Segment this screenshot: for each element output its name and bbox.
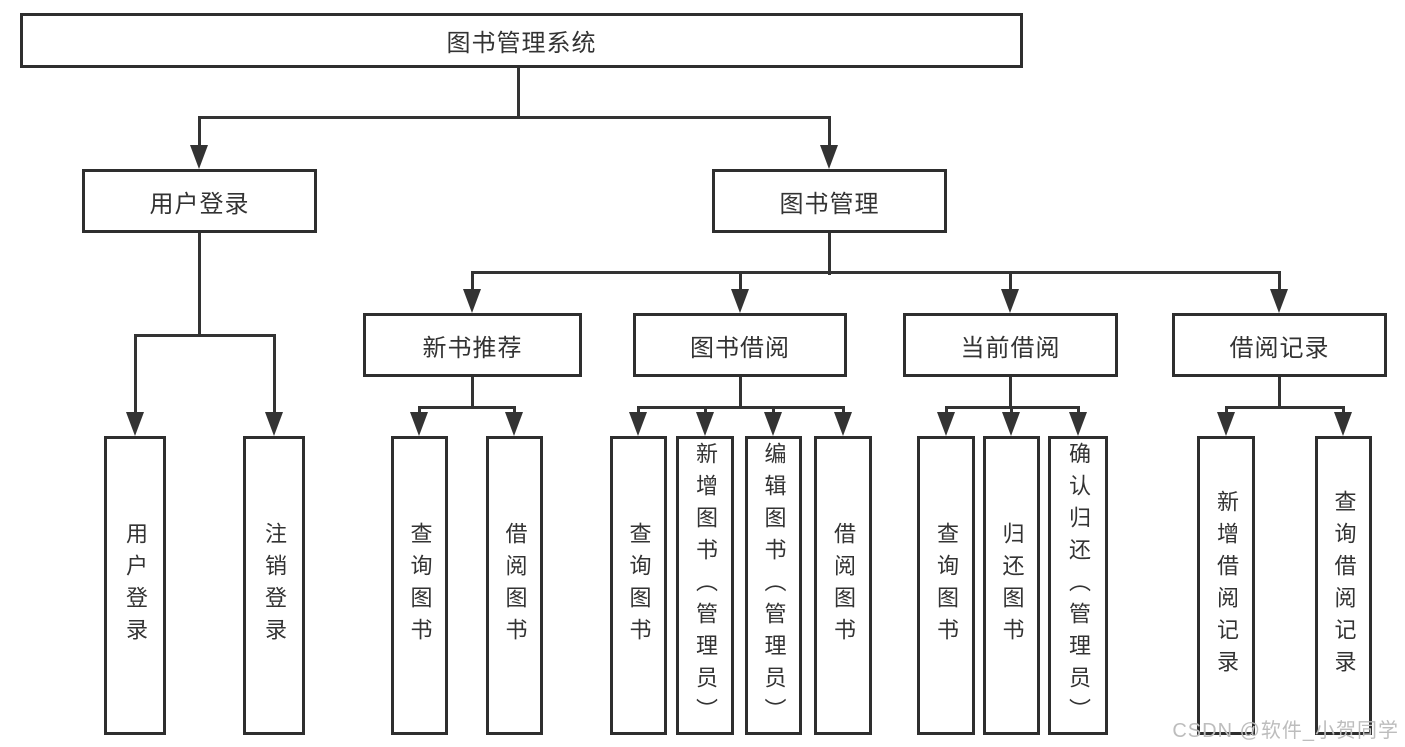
leaf-label: 确认归还（管理员） — [1066, 441, 1091, 730]
leaf-label: 查询图书 — [626, 521, 652, 650]
connector-line — [827, 233, 831, 275]
connector-line — [1277, 271, 1281, 297]
arrowhead-down-icon — [1069, 412, 1087, 436]
leaf-label: 新增图书（管理员） — [693, 441, 718, 730]
leaf-borrow-books-recommend: 借阅图书 — [486, 436, 543, 735]
leaf-label: 借阅图书 — [831, 521, 856, 650]
arrowhead-down-icon — [937, 412, 955, 436]
leaf-query-books-borrow: 查询图书 — [610, 436, 667, 735]
arrowhead-down-icon — [1217, 412, 1235, 436]
arrowhead-down-icon — [1334, 412, 1352, 436]
connector-line — [272, 334, 276, 416]
node-current-borrowing: 当前借阅 — [903, 313, 1118, 377]
leaf-label: 用户登录 — [123, 521, 148, 650]
arrowhead-down-icon — [190, 145, 208, 169]
connector-line — [470, 271, 474, 297]
arrowhead-down-icon — [629, 412, 647, 436]
connector-line — [738, 377, 742, 409]
node-label: 图书借阅 — [690, 334, 790, 362]
arrowhead-down-icon — [764, 412, 782, 436]
arrowhead-down-icon — [1002, 412, 1020, 436]
leaf-add-borrow-record: 新增借阅记录 — [1197, 436, 1255, 735]
node-label: 图书管理 — [779, 190, 880, 218]
node-label: 当前借阅 — [960, 334, 1061, 362]
leaf-label: 归还图书 — [999, 521, 1025, 650]
connector-line — [197, 233, 201, 337]
leaf-query-books-current: 查询图书 — [917, 436, 975, 735]
arrowhead-down-icon — [410, 412, 428, 436]
connector-line — [1277, 377, 1281, 409]
arrowhead-down-icon — [126, 412, 144, 436]
arrowhead-down-icon — [834, 412, 852, 436]
arrowhead-down-icon — [820, 145, 838, 169]
node-new-book-recommend: 新书推荐 — [363, 313, 582, 377]
leaf-label: 查询借阅记录 — [1331, 489, 1357, 682]
node-book-management: 图书管理 — [712, 169, 947, 233]
leaf-confirm-return-admin: 确认归还（管理员） — [1048, 436, 1108, 735]
arrowhead-down-icon — [505, 412, 523, 436]
node-label: 新书推荐 — [422, 334, 523, 362]
watermark: CSDN @软件_小贺同学 — [1172, 720, 1399, 742]
arrowhead-down-icon — [1001, 289, 1019, 313]
connector-line — [133, 334, 137, 416]
leaf-edit-book-admin: 编辑图书（管理员） — [745, 436, 802, 735]
leaf-add-book-admin: 新增图书（管理员） — [676, 436, 734, 735]
connector-line — [945, 406, 1080, 409]
leaf-label: 编辑图书（管理员） — [761, 441, 787, 730]
connector-line — [134, 334, 276, 337]
leaf-borrow-books-borrow: 借阅图书 — [814, 436, 872, 735]
leaf-query-books-recommend: 查询图书 — [391, 436, 448, 735]
node-label: 用户登录 — [149, 190, 250, 218]
node-label: 图书管理系统 — [446, 30, 597, 57]
node-book-borrowing: 图书借阅 — [633, 313, 847, 377]
connector-line — [827, 116, 831, 152]
leaf-label: 查询图书 — [934, 521, 959, 650]
node-user-login: 用户登录 — [82, 169, 317, 233]
connector-line — [198, 116, 831, 119]
connector-line — [471, 271, 1281, 274]
leaf-label: 注销登录 — [262, 521, 287, 650]
leaf-label: 借阅图书 — [502, 521, 528, 650]
connector-line — [637, 406, 845, 409]
leaf-user-login: 用户登录 — [104, 436, 166, 735]
arrowhead-down-icon — [1270, 289, 1288, 313]
leaf-label: 查询图书 — [407, 521, 433, 650]
connector-line — [516, 68, 520, 118]
connector-line — [470, 377, 474, 409]
node-borrowing-records: 借阅记录 — [1172, 313, 1387, 377]
connector-line — [1225, 406, 1345, 409]
leaf-logout: 注销登录 — [243, 436, 305, 735]
arrowhead-down-icon — [265, 412, 283, 436]
connector-line — [197, 116, 201, 152]
node-label: 借阅记录 — [1229, 334, 1330, 362]
leaf-query-borrow-record: 查询借阅记录 — [1315, 436, 1372, 735]
leaf-label: 新增借阅记录 — [1214, 489, 1239, 682]
connector-line — [1008, 271, 1012, 297]
connector-line — [418, 406, 516, 409]
leaf-return-book: 归还图书 — [983, 436, 1040, 735]
connector-line — [738, 271, 742, 297]
arrowhead-down-icon — [731, 289, 749, 313]
node-library-system: 图书管理系统 — [20, 13, 1023, 68]
connector-line — [1008, 377, 1012, 409]
arrowhead-down-icon — [696, 412, 714, 436]
arrowhead-down-icon — [463, 289, 481, 313]
